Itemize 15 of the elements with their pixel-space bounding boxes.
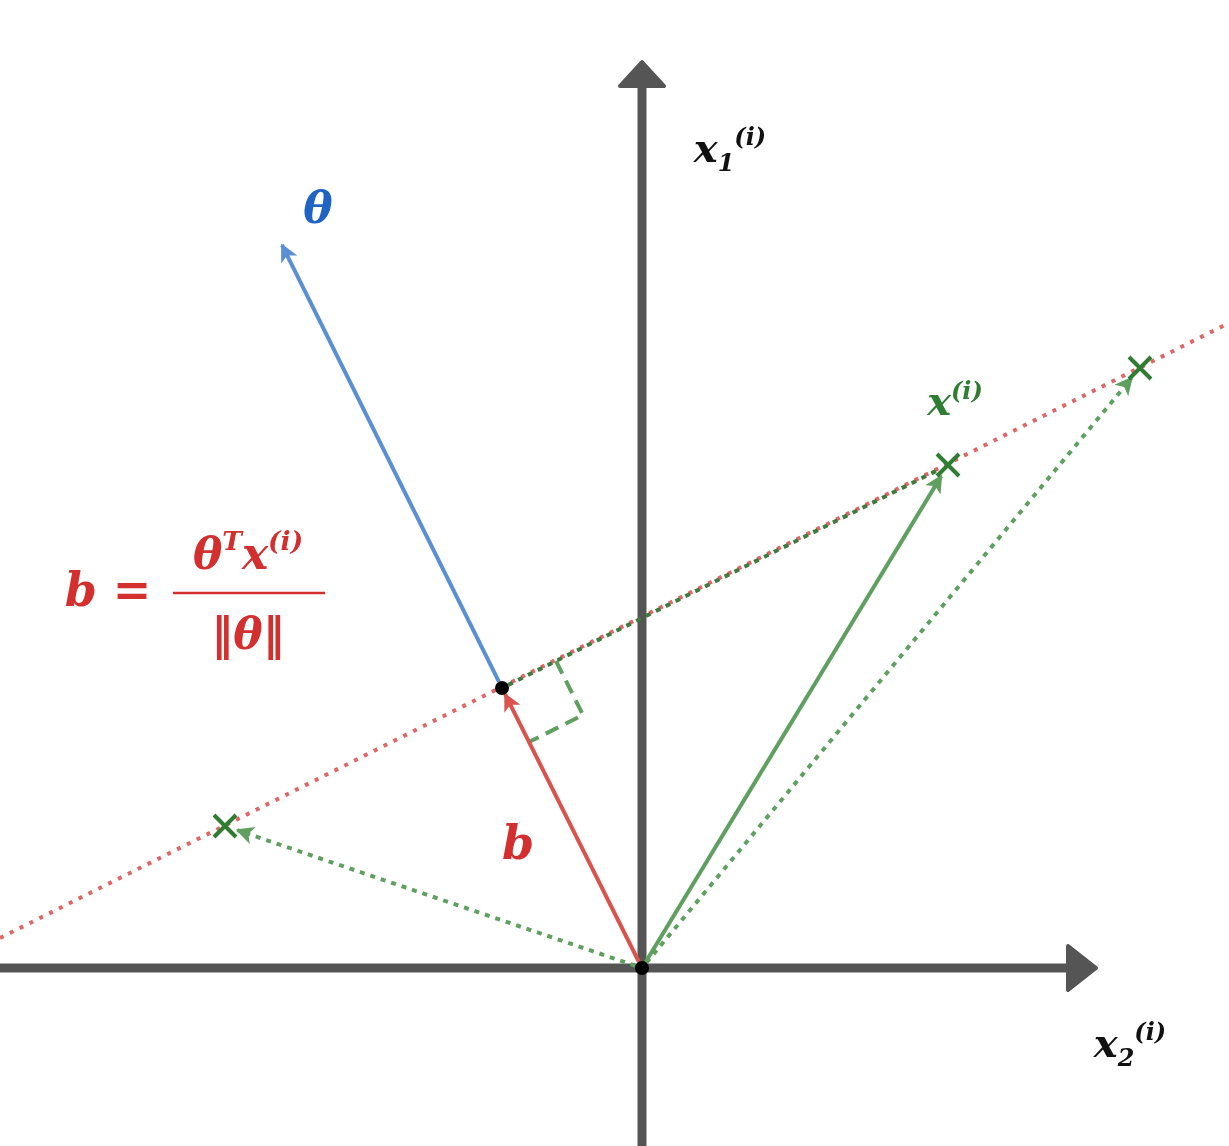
- point-dot: [495, 681, 509, 695]
- formula-numerator: θ$^{T}$x$^{(i)}$: [192, 528, 304, 576]
- cross-marker: [935, 452, 961, 478]
- cross-marker: [212, 813, 238, 839]
- arrow: [235, 826, 636, 968]
- connector-line: [507, 469, 938, 687]
- arrow: [503, 692, 641, 963]
- point-dot: [635, 961, 649, 975]
- vector-label: x$^{(i)}$: [927, 378, 983, 422]
- vector-label: θ: [303, 186, 333, 230]
- arrow: [280, 243, 501, 683]
- formula-text: b =: [64, 567, 152, 613]
- arrow: [644, 376, 1134, 964]
- cross-marker: [1127, 355, 1153, 381]
- arrow: [643, 474, 943, 964]
